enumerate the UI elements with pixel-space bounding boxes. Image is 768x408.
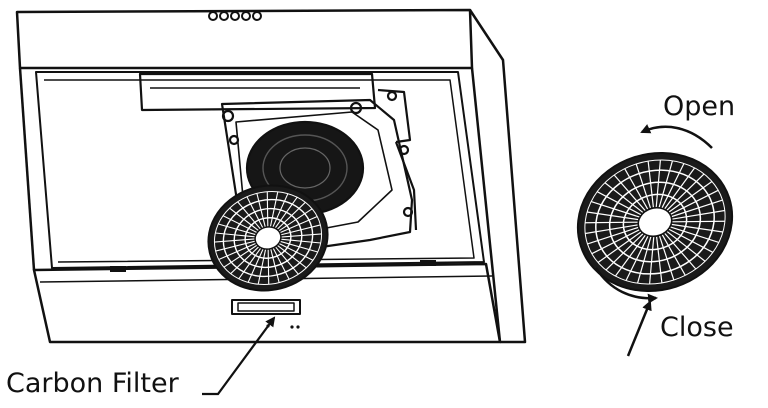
grille-spoke xyxy=(256,193,266,228)
control-buttons xyxy=(208,11,262,21)
grille-spoke xyxy=(668,228,714,253)
grille-spoke xyxy=(278,208,313,232)
grille-spoke xyxy=(218,242,257,261)
grille-spoke xyxy=(635,163,652,209)
grille-spoke xyxy=(671,220,725,223)
carbon-filter-detail xyxy=(576,151,734,293)
hood-front-panel xyxy=(32,262,502,344)
grille-spoke xyxy=(257,248,267,285)
grille-spoke xyxy=(669,189,719,215)
grille-spoke xyxy=(279,215,318,234)
grille-spoke xyxy=(605,233,644,271)
range-hood xyxy=(15,8,527,344)
grille-spoke xyxy=(274,246,299,275)
grille-spoke xyxy=(661,234,686,276)
hood-side-panel xyxy=(468,9,527,344)
grille-spoke xyxy=(636,236,652,284)
grille-spoke xyxy=(269,191,279,228)
grille-spoke xyxy=(237,201,262,230)
carbon-filter-mounted xyxy=(207,184,329,292)
grille-spoke xyxy=(586,211,639,221)
grille-spoke xyxy=(604,182,644,214)
carbon-filter-label: Carbon Filter xyxy=(6,368,179,399)
grille-spoke xyxy=(585,221,639,224)
grille-spoke xyxy=(658,160,674,208)
grille-spoke xyxy=(647,160,654,208)
grille-spoke xyxy=(648,236,655,285)
grille-spoke xyxy=(661,163,685,209)
grille-spoke xyxy=(590,200,640,218)
grille-spoke xyxy=(658,235,675,281)
grille-spoke xyxy=(272,247,290,280)
grille-spoke xyxy=(666,173,705,211)
close-arrow-icon xyxy=(594,267,658,304)
grille-spoke xyxy=(625,235,649,281)
grille-spoke xyxy=(280,238,321,244)
grille-spoke xyxy=(624,168,649,210)
grille-spoke xyxy=(218,223,257,236)
grille-spoke xyxy=(267,249,270,285)
grille-spoke xyxy=(671,223,724,233)
grille-spoke xyxy=(272,193,289,228)
grille-spoke xyxy=(230,246,260,275)
open-label: Open xyxy=(663,91,736,122)
grille-spoke xyxy=(596,191,642,216)
grille-spoke xyxy=(656,236,663,284)
grille-spoke xyxy=(280,224,321,236)
filter-latch xyxy=(231,299,301,315)
grille-spoke xyxy=(214,238,256,243)
grille-spoke xyxy=(668,181,713,213)
grille-spoke xyxy=(664,167,696,210)
grille-spoke xyxy=(614,234,646,277)
grille-spoke xyxy=(276,201,306,230)
close-label: Close xyxy=(660,312,734,343)
grille-spoke xyxy=(247,248,264,283)
grille-spoke xyxy=(591,229,641,255)
grille-spoke xyxy=(587,226,640,245)
close-pointer-arrow xyxy=(626,300,652,357)
grille-spoke xyxy=(664,232,697,270)
grille-spoke xyxy=(655,159,662,208)
grille-spoke xyxy=(215,232,256,238)
open-arrow-icon xyxy=(640,124,713,149)
grille-spoke xyxy=(229,207,260,232)
grille-spoke xyxy=(666,230,706,262)
grille-spoke xyxy=(222,215,258,234)
grille-spoke xyxy=(278,242,314,261)
grille-spoke xyxy=(597,231,642,263)
grille-spoke xyxy=(671,209,725,220)
grille-spoke xyxy=(270,248,280,283)
grille-spoke xyxy=(280,233,322,238)
grille-spoke xyxy=(246,196,264,229)
grille-spoke xyxy=(670,226,720,244)
grille-spoke xyxy=(276,244,307,269)
grille-spoke xyxy=(223,244,258,268)
grille-spoke xyxy=(585,224,639,235)
grille-spoke xyxy=(274,196,298,229)
grille-spoke xyxy=(670,199,723,218)
grille-spoke xyxy=(279,240,318,253)
grille-spoke xyxy=(613,174,646,212)
carbon-filter-pointer-arrow xyxy=(202,316,276,396)
grille-spoke xyxy=(266,191,269,227)
grille-spoke xyxy=(238,247,262,280)
grille-spoke xyxy=(215,240,256,252)
